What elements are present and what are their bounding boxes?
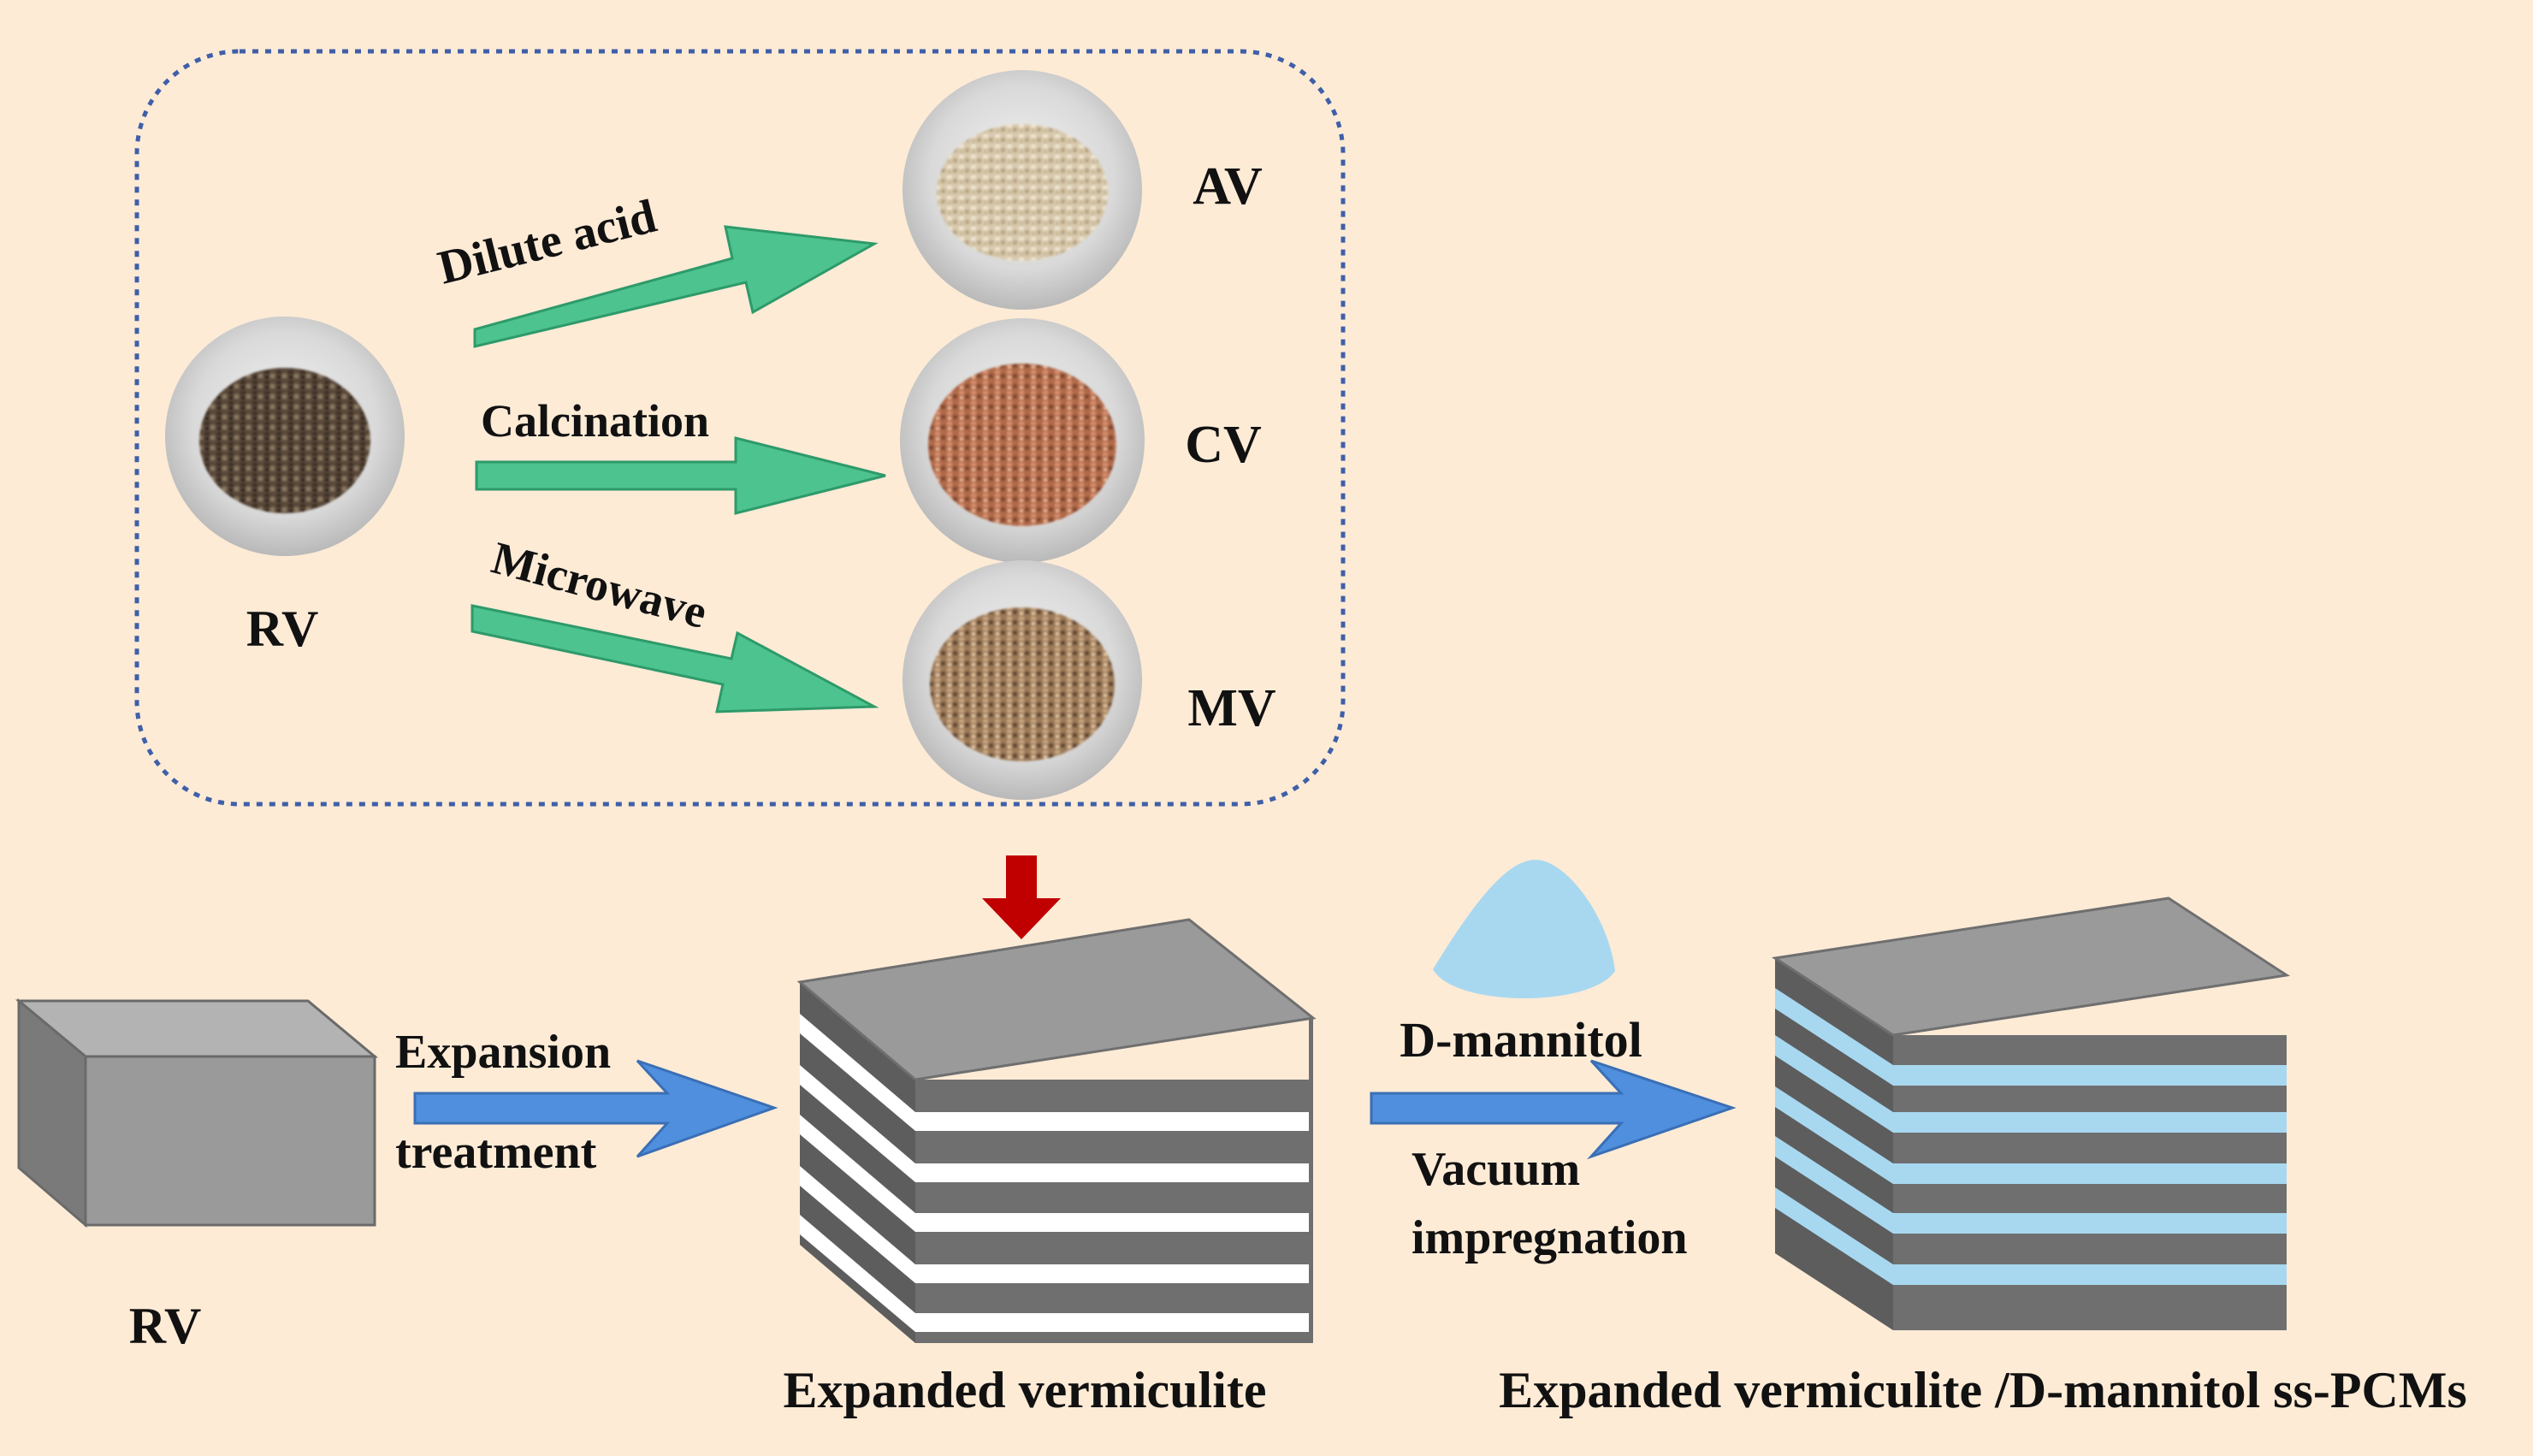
impregnation-label-2: impregnation xyxy=(1411,1211,1688,1264)
dilute-acid-arrow xyxy=(473,225,879,348)
red-down-arrow xyxy=(982,855,1061,939)
microwave-arrow xyxy=(470,604,879,713)
rv-sample-photo xyxy=(165,317,405,556)
rv-label-bottom: RV xyxy=(129,1298,202,1354)
expansion-arrow xyxy=(413,1059,778,1158)
mv-label: MV xyxy=(1187,679,1276,737)
expansion-label-1: Expansion xyxy=(395,1026,611,1079)
av-label: AV xyxy=(1193,157,1263,216)
rv-label-top: RV xyxy=(246,601,319,657)
composite-label: Expanded vermiculite /D-mannitol ss-PCMs xyxy=(1499,1362,2467,1418)
expansion-label-2: treatment xyxy=(395,1126,597,1179)
expanded-vermiculite-label: Expanded vermiculite xyxy=(784,1362,1267,1418)
mv-sample-photo xyxy=(903,560,1142,800)
pretreatment-box xyxy=(134,49,1346,807)
composite-stack xyxy=(1771,897,2291,1330)
calcination-arrow xyxy=(475,436,886,515)
d-mannitol-label: D-mannitol xyxy=(1400,1012,1642,1068)
av-sample-photo xyxy=(903,70,1142,310)
d-mannitol-cone xyxy=(1433,860,1615,999)
impregnation-label-1: Vacuum xyxy=(1411,1143,1580,1196)
rv-block xyxy=(15,997,379,1228)
impregnation-arrow xyxy=(1370,1059,1737,1160)
cv-sample-photo xyxy=(900,318,1145,563)
cv-label: CV xyxy=(1185,416,1262,474)
calcination-label: Calcination xyxy=(481,395,709,447)
expanded-vermiculite-stack xyxy=(796,918,1317,1343)
